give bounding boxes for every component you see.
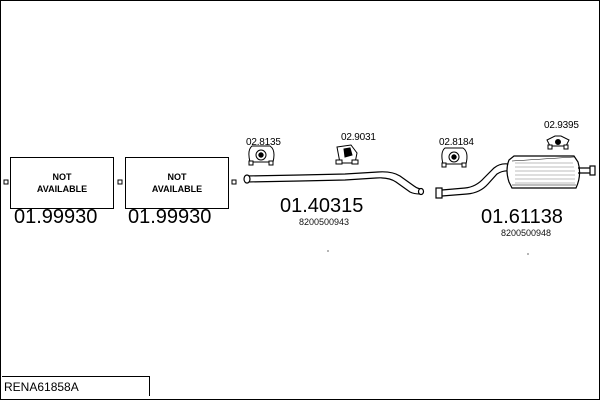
not-available-box-1: NOT AVAILABLE <box>10 157 114 209</box>
dot-mark <box>527 253 529 255</box>
reference-front-pipe: 8200500943 <box>299 217 350 227</box>
rubber-mount-1-drawing <box>248 145 275 166</box>
not-available-text: NOT <box>167 172 187 182</box>
part-number-1: 01.99930 <box>14 206 98 228</box>
accessory-number-rubber-mount-3: 02.9395 <box>544 120 579 131</box>
rubber-mount-3-drawing <box>546 135 570 150</box>
clamp-drawing <box>335 144 359 165</box>
front-pipe-drawing <box>243 171 425 196</box>
rubber-mount-2-drawing <box>441 147 468 168</box>
connector-marks <box>3 179 237 185</box>
part-number-front-pipe: 01.40315 <box>280 195 364 217</box>
reference-rear-silencer: 8200500948 <box>501 228 552 238</box>
diagram-code: RENA61858A <box>4 380 79 394</box>
accessory-number-clamp: 02.9031 <box>341 132 376 143</box>
not-available-text: AVAILABLE <box>36 184 88 194</box>
not-available-text: AVAILABLE <box>151 184 203 194</box>
rear-silencer-drawing <box>435 155 596 199</box>
accessory-number-rubber-mount-1: 02.8135 <box>246 137 281 148</box>
not-available-box-2: NOT AVAILABLE <box>125 157 229 209</box>
code-box <box>2 376 150 396</box>
part-number-rear-silencer: 01.61138 <box>481 206 563 228</box>
accessory-number-rubber-mount-2: 02.8184 <box>439 137 474 148</box>
dot-mark <box>327 250 329 252</box>
not-available-text: NOT <box>52 172 72 182</box>
part-number-2: 01.99930 <box>128 206 212 228</box>
